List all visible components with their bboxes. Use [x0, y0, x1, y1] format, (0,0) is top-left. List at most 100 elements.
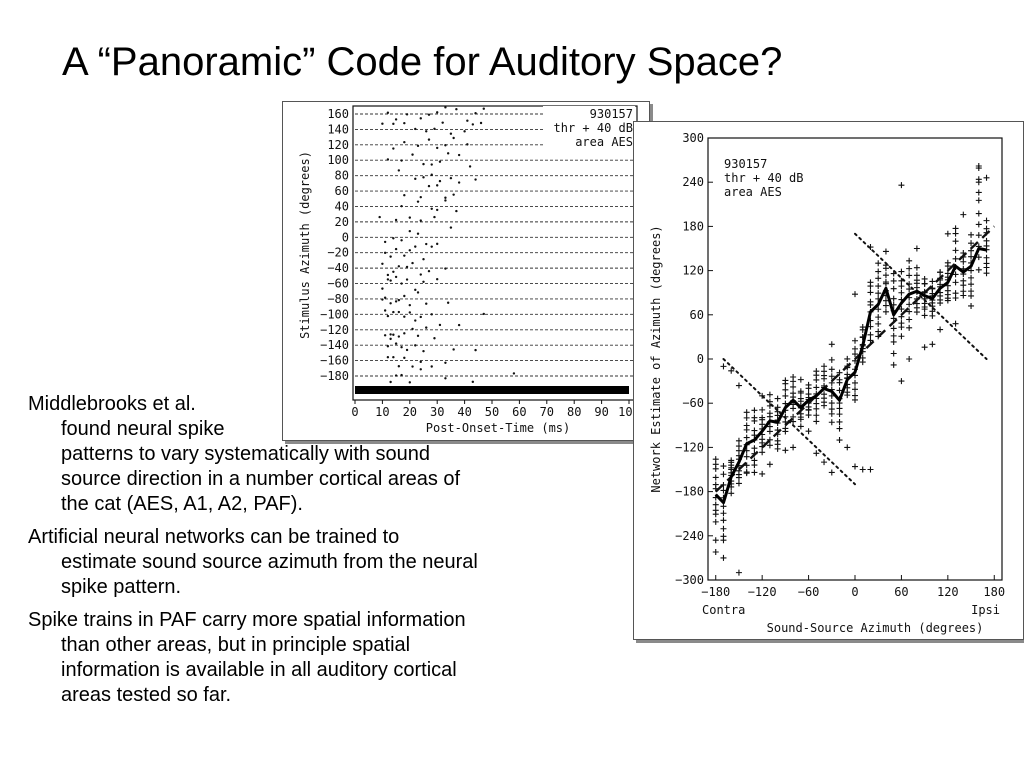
spike-dot [422, 349, 425, 353]
raster-x-tick-label: 0 [351, 405, 358, 419]
spike-dot [466, 119, 469, 122]
estimate-plus-marker [766, 398, 773, 405]
spike-dot [414, 127, 417, 131]
bullet-line: Spike trains in PAF carry more spatial i… [28, 609, 466, 631]
spike-dot [394, 247, 398, 251]
spike-dot [430, 163, 433, 166]
network-y-tick-label: 0 [697, 352, 704, 366]
estimate-plus-marker [968, 231, 975, 238]
spike-dot [408, 303, 411, 307]
raster-y-tick-label: −120 [320, 323, 349, 337]
spike-dot [436, 278, 439, 281]
estimate-plus-marker [890, 277, 897, 284]
estimate-plus-marker [782, 418, 789, 425]
spike-dot [416, 200, 420, 203]
estimate-plus-marker [867, 298, 874, 305]
raster-y-tick-label: −20 [327, 246, 349, 260]
spike-dot [468, 165, 472, 168]
estimate-plus-marker [975, 266, 982, 273]
spike-dot [383, 251, 387, 255]
raster-y-tick-label: 140 [327, 122, 349, 136]
estimate-plus-marker [720, 487, 727, 494]
spike-dot [422, 162, 425, 166]
estimate-outlier-marker [766, 461, 773, 468]
estimate-plus-marker [867, 279, 874, 286]
network-y-tick-label: 240 [682, 175, 704, 189]
spike-dot [400, 239, 403, 242]
estimate-plus-marker [867, 337, 874, 344]
spike-dot [425, 302, 428, 305]
spike-dot [479, 121, 483, 125]
estimate-outlier-marker [712, 537, 719, 544]
spike-dot [403, 294, 406, 298]
spike-dot [383, 240, 387, 244]
estimate-outlier-marker [813, 450, 820, 457]
spike-dot [397, 335, 401, 338]
spike-dot [419, 219, 422, 222]
spike-raster-plot: 160140120100806040200−20−40−60−80−100−12… [298, 105, 640, 435]
estimate-plus-marker [720, 517, 727, 524]
estimate-plus-marker [929, 285, 936, 292]
spike-dot [381, 122, 384, 125]
spike-dot [403, 121, 406, 125]
estimate-plus-marker [844, 371, 851, 378]
estimate-plus-marker [828, 366, 835, 373]
spike-dot [400, 204, 403, 208]
raster-x-tick-label: 20 [403, 405, 417, 419]
spike-dot [386, 158, 390, 161]
estimate-plus-marker [882, 297, 889, 304]
spike-dot [378, 215, 381, 219]
spike-dot [449, 132, 453, 135]
raster-annotation-box [543, 106, 635, 152]
estimate-plus-marker [898, 320, 905, 327]
estimate-plus-marker [782, 386, 789, 393]
estimate-plus-marker [766, 442, 773, 449]
estimate-outlier-marker [728, 367, 735, 374]
network-x-tick-label: 60 [894, 585, 908, 599]
raster-annotation-line: area AES [575, 135, 633, 149]
estimate-plus-marker [975, 232, 982, 239]
estimate-outlier-marker [828, 341, 835, 348]
estimate-outlier-marker [975, 162, 982, 169]
spike-dot [416, 334, 420, 338]
network-annotation-line: area AES [724, 185, 782, 199]
dotted-bound-line [854, 232, 988, 360]
raster-x-tick-label: 60 [512, 405, 526, 419]
estimate-plus-marker [852, 351, 858, 358]
estimate-plus-marker [828, 400, 835, 407]
estimate-plus-marker [774, 395, 781, 402]
spike-dot [403, 356, 406, 360]
estimate-plus-marker [813, 400, 820, 407]
network-x-tick-label: 120 [937, 585, 959, 599]
raster-y-tick-label: −60 [327, 277, 349, 291]
estimate-plus-marker [805, 391, 812, 398]
spike-dot [386, 273, 390, 277]
estimate-outlier-marker [712, 456, 719, 463]
bullet-list: Middlebrooks et al. found neural spike p… [28, 392, 628, 716]
raster-y-tick-label: 160 [327, 107, 349, 121]
spike-dot [408, 311, 411, 314]
estimate-plus-marker [836, 369, 843, 376]
bullet-middlebrooks: Middlebrooks et al. found neural spike p… [28, 392, 628, 517]
raster-x-tick-label: 70 [540, 405, 554, 419]
estimate-plus-marker [975, 221, 982, 228]
spike-dot [474, 178, 477, 181]
estimate-plus-marker [875, 314, 882, 321]
raster-y-tick-label: 40 [335, 199, 349, 213]
spike-dot [408, 249, 411, 252]
estimate-plus-marker [890, 332, 897, 339]
raster-y-tick-label: 0 [342, 230, 349, 244]
estimate-plus-marker [913, 272, 920, 279]
spike-dot [433, 127, 436, 130]
estimate-plus-marker [890, 325, 897, 332]
estimate-plus-marker [929, 278, 936, 285]
estimate-plus-marker [782, 425, 789, 432]
estimate-plus-marker [828, 406, 835, 413]
spike-dot [411, 261, 414, 265]
spike-dot [392, 310, 395, 314]
raster-x-tick-label: 90 [594, 405, 608, 419]
estimate-plus-marker [960, 277, 967, 284]
spike-dot [474, 112, 477, 115]
estimate-plus-marker [828, 379, 835, 386]
